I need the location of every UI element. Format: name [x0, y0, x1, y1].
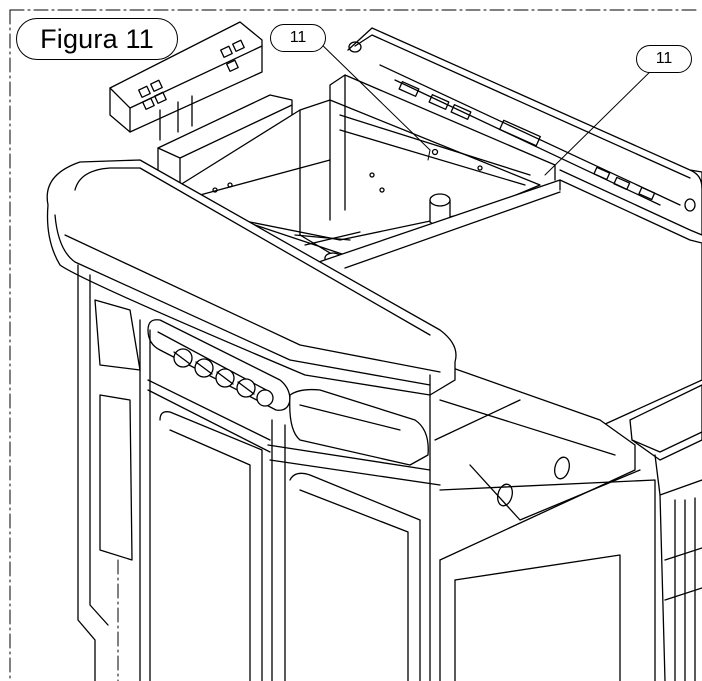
frame-border [9, 9, 701, 681]
lower-opening [429, 359, 656, 681]
stove-top-cap [46, 159, 457, 396]
figure-label: Figura 11 [16, 18, 178, 60]
callout-label: 11 [636, 45, 692, 73]
rear-top-panel [347, 27, 702, 236]
control-panel-display [109, 21, 263, 141]
callout-label: 11 [270, 24, 326, 52]
right-top-section [629, 384, 702, 681]
front-grille [147, 319, 291, 411]
callout-leaders [314, 37, 663, 176]
stove-front-body [77, 264, 441, 681]
